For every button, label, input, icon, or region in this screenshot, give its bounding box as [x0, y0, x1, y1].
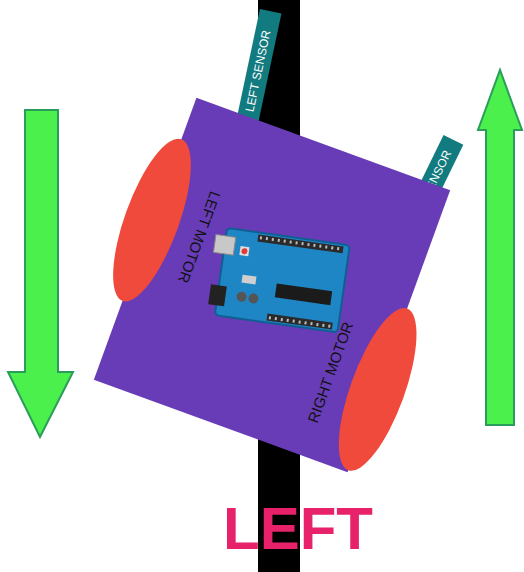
header-pin [304, 321, 306, 324]
capacitor [248, 293, 259, 304]
header-pin [275, 317, 277, 320]
mcu-chip [275, 283, 332, 305]
header-pin [322, 324, 324, 327]
header-pin [269, 316, 271, 319]
header-pin [278, 239, 280, 242]
power-jack [208, 284, 227, 306]
header-pin [266, 237, 268, 240]
usb-port [213, 235, 235, 256]
header-pin [292, 320, 294, 323]
header-pin [301, 242, 303, 245]
header-pin [310, 322, 312, 325]
header-pin [295, 241, 297, 244]
header-pin [289, 240, 291, 243]
robot-parts [94, 98, 450, 472]
down-arrow [8, 110, 73, 437]
header-pin [331, 246, 333, 249]
bottom-header [267, 313, 333, 329]
reset-base [239, 246, 249, 256]
header-pin [260, 236, 262, 239]
capacitor [236, 291, 247, 302]
top-header [257, 234, 343, 253]
reset-button [241, 248, 248, 255]
header-pin [298, 320, 300, 323]
direction-label: LEFT [223, 496, 373, 562]
header-pin [307, 243, 309, 246]
header-pin [281, 318, 283, 321]
robot-chassis: LEFT MOTORRIGHT MOTOR [94, 98, 450, 472]
header-pin [284, 240, 286, 243]
header-pin [328, 325, 330, 328]
up-arrow [478, 70, 522, 425]
header-pin [316, 323, 318, 326]
crystal [242, 275, 257, 285]
header-pin [337, 247, 339, 250]
header-pin [272, 238, 274, 241]
arduino-board [205, 227, 350, 333]
header-pin [287, 319, 289, 322]
header-pin [313, 244, 315, 247]
header-pin [319, 245, 321, 248]
header-pin [325, 245, 327, 248]
